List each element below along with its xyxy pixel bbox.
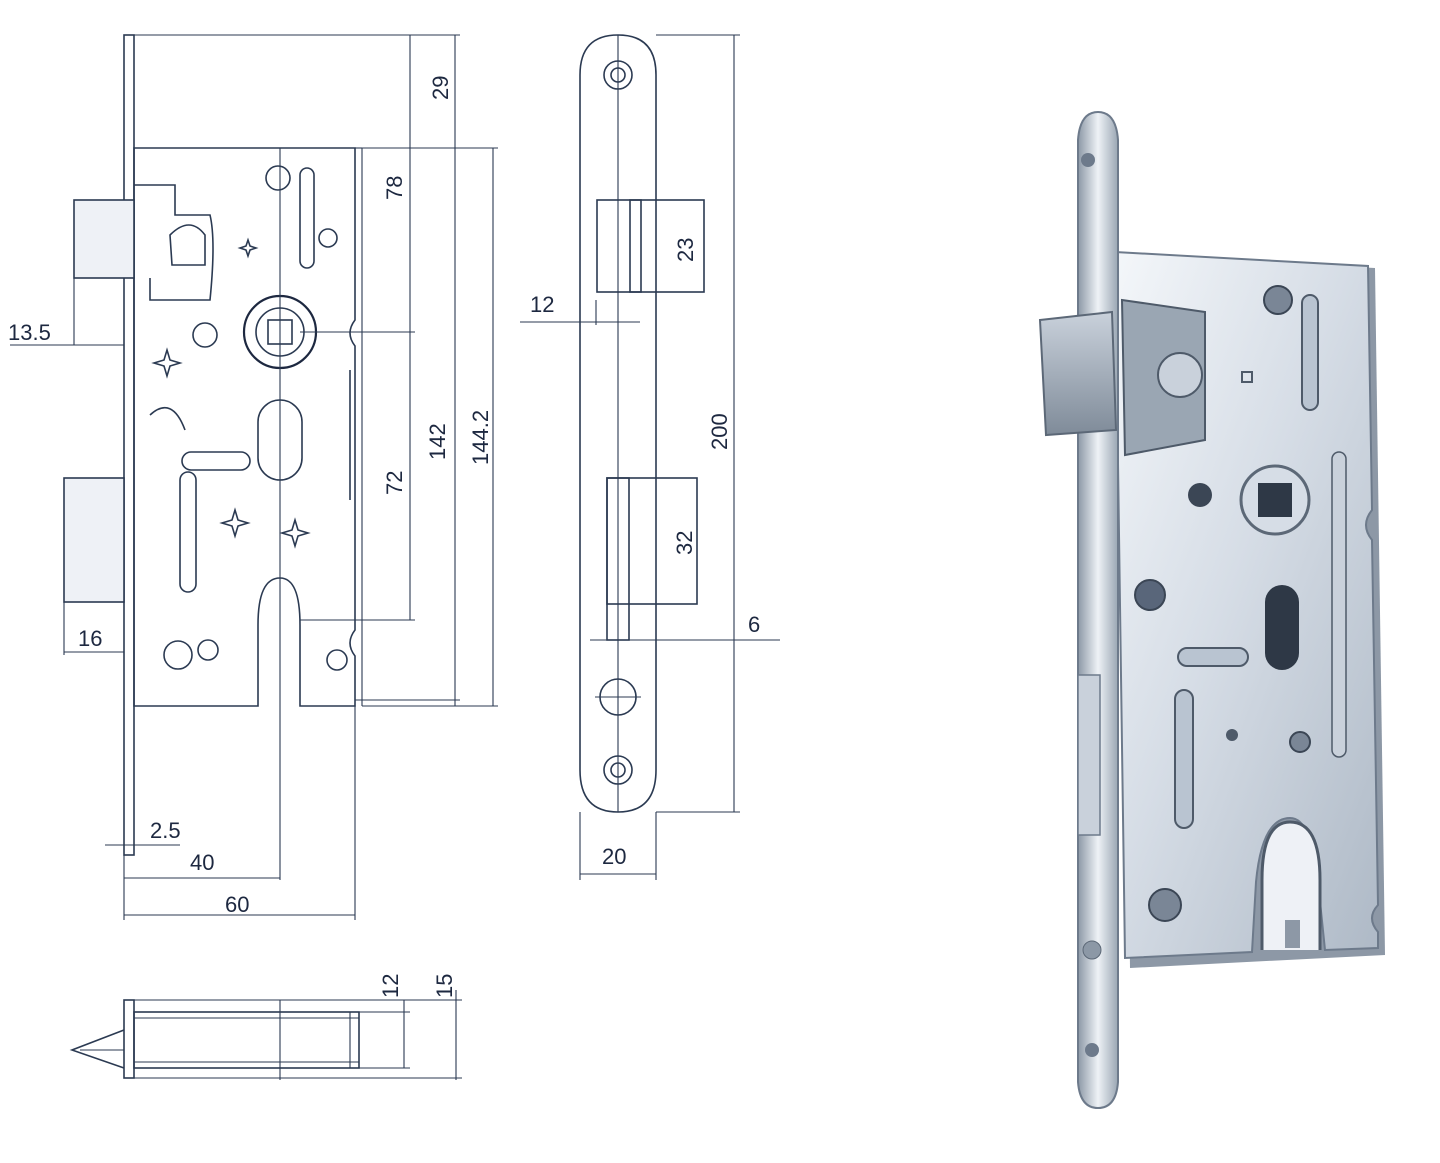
dim-backset: 40 xyxy=(190,850,214,875)
lock-case xyxy=(133,147,356,707)
dim-case-width: 12 xyxy=(378,974,403,998)
side-view: 23 12 200 32 6 20 xyxy=(520,34,780,880)
product-screw-top xyxy=(1081,153,1095,167)
product-bolt-window xyxy=(1077,674,1101,836)
product-hole-1 xyxy=(1188,483,1212,507)
dim-latch-height: 23 xyxy=(673,238,698,262)
slot-lower xyxy=(179,471,197,593)
rivet-marks xyxy=(151,237,311,549)
dim-case-height: 144.2 xyxy=(468,410,493,465)
front-view: 29 78 72 142 144.2 13.5 16 2.5 40 60 xyxy=(8,34,498,920)
product-hole-5 xyxy=(1289,731,1311,753)
bottom-case xyxy=(133,1011,360,1069)
dim-overall-width: 15 xyxy=(432,974,457,998)
dim-latch-projection: 13.5 xyxy=(8,320,51,345)
dim-lock-height: 142 xyxy=(425,423,450,460)
dim-hub-to-top-lock: 78 xyxy=(382,176,407,200)
dim-case-depth: 60 xyxy=(225,892,249,917)
dim-faceplate-width: 20 xyxy=(602,844,626,869)
product-hole-4 xyxy=(1148,888,1182,922)
product-slot-lower xyxy=(1174,689,1194,829)
product-latch xyxy=(1038,310,1118,437)
product-keyhole xyxy=(1260,820,1322,950)
product-screw-bottom xyxy=(1085,1043,1099,1057)
product-faceplate xyxy=(1077,110,1119,1110)
dead-bolt xyxy=(63,477,125,603)
product-hole-3 xyxy=(1263,285,1293,315)
screw-hole-bottom xyxy=(163,640,193,670)
product-screw-mid xyxy=(1082,940,1102,960)
product-hub-square xyxy=(1258,483,1292,517)
product-oval xyxy=(1265,585,1299,670)
product-lever-slot xyxy=(1177,647,1249,667)
screw-hole-hub-left xyxy=(192,322,218,348)
bottom-latch-tip xyxy=(69,1029,125,1069)
latch-bolt xyxy=(73,199,135,279)
dim-bolt-projection: 16 xyxy=(78,626,102,651)
latch-mechanism xyxy=(134,184,214,301)
dim-bolt-offset: 6 xyxy=(748,612,760,637)
product-slot-top xyxy=(1301,294,1319,411)
dim-bolt-height: 32 xyxy=(672,531,697,555)
dim-top-to-hub: 29 xyxy=(428,76,453,100)
side-faceplate xyxy=(579,34,657,813)
product-hole-2 xyxy=(1134,579,1166,611)
dim-faceplate-length: 200 xyxy=(707,413,732,450)
bottom-faceplate xyxy=(123,999,135,1079)
faceplate-screw-top xyxy=(603,60,633,90)
spring xyxy=(149,406,186,431)
front-faceplate xyxy=(123,34,135,856)
faceplate-screw-bottom xyxy=(603,755,633,785)
bottom-view: 12 15 xyxy=(69,974,462,1080)
latch-window xyxy=(596,199,642,293)
lock-product-photo xyxy=(1038,110,1385,1110)
screw-hole-top xyxy=(265,165,291,191)
dim-faceplate-thickness: 2.5 xyxy=(150,818,181,843)
slot-top xyxy=(299,167,315,269)
dim-latch-offset: 12 xyxy=(530,292,554,317)
lever-slot xyxy=(181,451,251,471)
latch-tail xyxy=(169,224,206,266)
product-side-slot xyxy=(1331,451,1347,758)
dim-hub-to-keyhole: 72 xyxy=(382,471,407,495)
